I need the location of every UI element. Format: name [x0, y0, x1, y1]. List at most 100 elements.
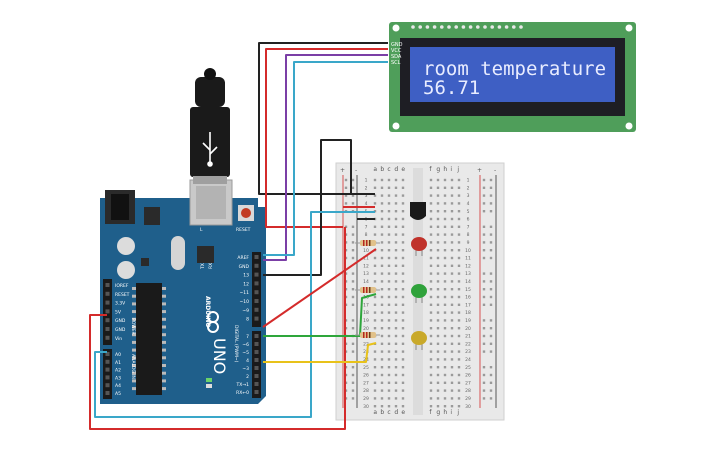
- breadboard-hole[interactable]: [429, 264, 433, 267]
- breadboard-hole[interactable]: [401, 280, 405, 283]
- breadboard-hole[interactable]: [450, 288, 454, 291]
- breadboard-hole[interactable]: [436, 334, 440, 338]
- breadboard-hole[interactable]: [429, 288, 433, 291]
- breadboard-hole[interactable]: [401, 373, 405, 377]
- power-header-hole[interactable]: [105, 291, 110, 296]
- rail-hole[interactable]: [351, 272, 355, 275]
- breadboard-hole[interactable]: [450, 373, 454, 377]
- breadboard-hole[interactable]: [394, 350, 398, 353]
- breadboard-hole[interactable]: [387, 217, 391, 221]
- breadboard-hole[interactable]: [373, 373, 377, 377]
- breadboard-hole[interactable]: [394, 303, 398, 306]
- breadboard-hole[interactable]: [387, 389, 391, 392]
- breadboard-hole[interactable]: [387, 225, 391, 228]
- rail-hole[interactable]: [489, 233, 493, 236]
- breadboard-hole[interactable]: [457, 381, 461, 384]
- breadboard-hole[interactable]: [450, 311, 454, 314]
- breadboard-hole[interactable]: [457, 373, 461, 377]
- breadboard-hole[interactable]: [401, 319, 405, 322]
- breadboard-hole[interactable]: [380, 389, 384, 392]
- breadboard-hole[interactable]: [401, 295, 405, 299]
- breadboard-hole[interactable]: [373, 280, 377, 283]
- breadboard-hole[interactable]: [387, 405, 391, 408]
- rail-hole[interactable]: [489, 295, 493, 299]
- rail-hole[interactable]: [482, 241, 486, 244]
- rail-hole[interactable]: [351, 280, 355, 283]
- breadboard-hole[interactable]: [373, 327, 377, 330]
- breadboard-hole[interactable]: [429, 389, 433, 392]
- rail-hole[interactable]: [482, 288, 486, 291]
- breadboard-hole[interactable]: [443, 405, 447, 408]
- rail-hole[interactable]: [482, 350, 486, 353]
- breadboard-hole[interactable]: [373, 194, 377, 197]
- breadboard-hole[interactable]: [457, 225, 461, 228]
- breadboard-hole[interactable]: [373, 264, 377, 267]
- breadboard-hole[interactable]: [394, 288, 398, 291]
- rail-hole[interactable]: [344, 194, 348, 197]
- breadboard-hole[interactable]: [394, 210, 398, 213]
- breadboard-hole[interactable]: [457, 327, 461, 330]
- rail-hole[interactable]: [344, 202, 348, 205]
- breadboard-hole[interactable]: [401, 210, 405, 213]
- rail-hole[interactable]: [351, 249, 355, 252]
- breadboard-hole[interactable]: [387, 272, 391, 275]
- breadboard-hole[interactable]: [429, 373, 433, 377]
- digital-header-hole[interactable]: [254, 366, 259, 370]
- breadboard-hole[interactable]: [401, 342, 405, 345]
- breadboard-hole[interactable]: [380, 272, 384, 275]
- rail-hole[interactable]: [351, 225, 355, 228]
- breadboard-hole[interactable]: [436, 342, 440, 345]
- digital-header-hole[interactable]: [254, 299, 259, 303]
- breadboard-hole[interactable]: [401, 350, 405, 353]
- breadboard-hole[interactable]: [373, 225, 377, 228]
- rail-hole[interactable]: [351, 350, 355, 353]
- breadboard-hole[interactable]: [394, 295, 398, 299]
- breadboard-hole[interactable]: [457, 233, 461, 236]
- breadboard-hole[interactable]: [429, 194, 433, 197]
- rail-hole[interactable]: [489, 202, 493, 205]
- breadboard-hole[interactable]: [387, 288, 391, 291]
- breadboard-hole[interactable]: [401, 358, 405, 361]
- breadboard-hole[interactable]: [387, 256, 391, 260]
- rail-hole[interactable]: [489, 186, 493, 189]
- analog-header-hole[interactable]: [105, 375, 110, 380]
- breadboard-hole[interactable]: [457, 264, 461, 267]
- rail-hole[interactable]: [489, 241, 493, 244]
- breadboard-hole[interactable]: [387, 342, 391, 345]
- breadboard-hole[interactable]: [457, 334, 461, 338]
- rail-hole[interactable]: [482, 256, 486, 260]
- breadboard-hole[interactable]: [443, 311, 447, 314]
- breadboard-hole[interactable]: [429, 334, 433, 338]
- breadboard-hole[interactable]: [387, 373, 391, 377]
- digital-header-hole[interactable]: [254, 316, 259, 321]
- breadboard-hole[interactable]: [394, 319, 398, 322]
- rail-hole[interactable]: [351, 381, 355, 384]
- breadboard-hole[interactable]: [394, 311, 398, 314]
- rail-hole[interactable]: [482, 327, 486, 330]
- breadboard-hole[interactable]: [457, 217, 461, 221]
- breadboard-hole[interactable]: [436, 225, 440, 228]
- breadboard-hole[interactable]: [457, 178, 461, 182]
- breadboard-hole[interactable]: [450, 327, 454, 330]
- breadboard-hole[interactable]: [380, 327, 384, 330]
- breadboard-hole[interactable]: [401, 303, 405, 306]
- breadboard-hole[interactable]: [401, 366, 405, 369]
- breadboard-hole[interactable]: [373, 358, 377, 361]
- breadboard-hole[interactable]: [457, 342, 461, 345]
- breadboard-hole[interactable]: [429, 405, 433, 408]
- breadboard-hole[interactable]: [401, 241, 405, 244]
- breadboard-hole[interactable]: [450, 303, 454, 306]
- breadboard-hole[interactable]: [450, 272, 454, 275]
- breadboard-hole[interactable]: [450, 381, 454, 384]
- breadboard-hole[interactable]: [387, 202, 391, 205]
- breadboard-hole[interactable]: [380, 256, 384, 260]
- breadboard-hole[interactable]: [436, 288, 440, 291]
- rail-hole[interactable]: [489, 319, 493, 322]
- rail-hole[interactable]: [489, 256, 493, 260]
- breadboard-hole[interactable]: [394, 358, 398, 361]
- breadboard-hole[interactable]: [443, 194, 447, 197]
- breadboard-hole[interactable]: [387, 319, 391, 322]
- breadboard-hole[interactable]: [387, 295, 391, 299]
- digital-header-hole[interactable]: [254, 307, 259, 312]
- rail-hole[interactable]: [351, 241, 355, 244]
